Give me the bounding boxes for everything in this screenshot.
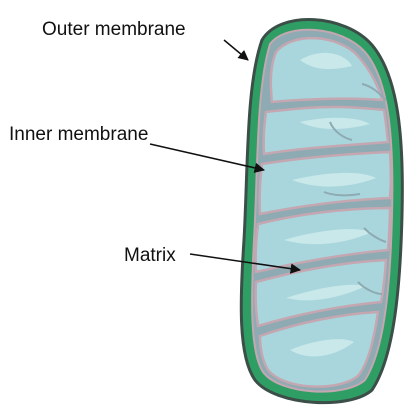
outer-membrane-arrow: [224, 40, 248, 60]
matrix-label: Matrix: [124, 246, 176, 265]
inner-membrane-label: Inner membrane: [9, 125, 148, 144]
outer-membrane-label: Outer membrane: [42, 20, 186, 39]
